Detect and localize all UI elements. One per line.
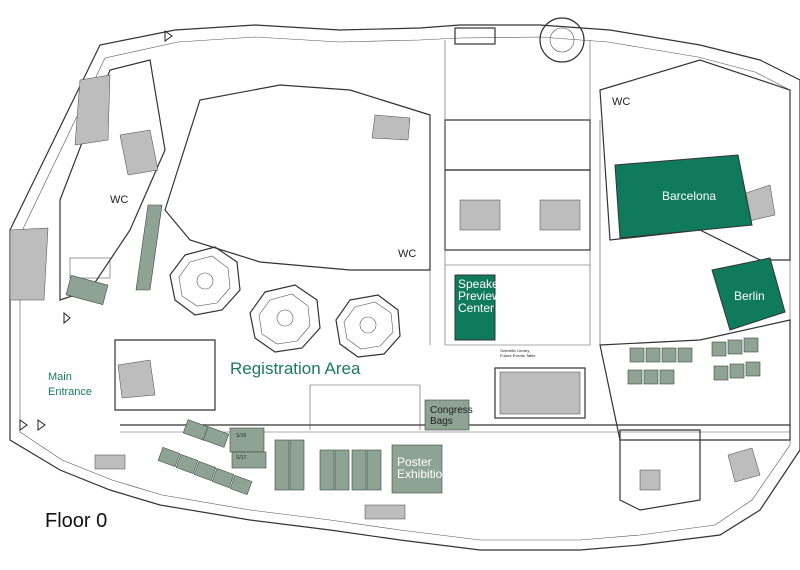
top-entrance	[454, 27, 496, 45]
library-line1: Scientific Library	[500, 348, 529, 353]
left-wing-wall	[59, 59, 166, 301]
right-wing-wall	[599, 59, 791, 261]
entrance-stairs	[9, 227, 49, 301]
speaker-preview-line1: Speaker	[458, 277, 503, 291]
left-lower-stairs	[117, 359, 156, 399]
berlin-room	[711, 257, 786, 331]
congress-bags-area	[424, 399, 470, 431]
right-lower-block	[619, 429, 701, 511]
left-upper-stairs	[74, 74, 111, 146]
entrance-arrow-icon	[63, 311, 71, 325]
entrance-arrow-icon	[37, 419, 46, 431]
booth-group-right	[627, 337, 761, 385]
spiral-stair	[539, 17, 585, 63]
right-wing-lower	[599, 319, 791, 441]
central-block-2	[444, 119, 591, 171]
left-bar-counter	[135, 204, 163, 291]
poster-exhibition-line1: Poster	[397, 455, 432, 469]
congress-bags-line1: Congress	[430, 405, 473, 416]
registration-area-title: Registration Area	[230, 359, 361, 378]
booth-label-s16: S/16	[236, 433, 247, 439]
barcelona-label: Barcelona	[662, 189, 716, 203]
registration-desk-2	[249, 284, 321, 353]
poster-exhibition-line2: Exhibition	[397, 467, 449, 481]
entrance-arrow-icon	[164, 30, 173, 42]
big-stairs	[499, 371, 581, 415]
central-stairs	[539, 199, 581, 231]
library-line2: Future Events Table	[500, 353, 536, 358]
booth-label-s17: S/17	[236, 455, 247, 461]
poster-exhibition-area	[391, 444, 443, 494]
central-stairs	[459, 199, 501, 231]
big-stairs-frame	[494, 367, 586, 419]
barcelona-room	[614, 154, 753, 239]
floor-title: Floor 0	[45, 510, 107, 532]
entrance-arrow-icon	[19, 419, 28, 431]
upper-stairs	[371, 114, 411, 141]
left-lower-block	[114, 339, 216, 411]
bottom-center-stairs	[364, 504, 406, 520]
speaker-preview-center	[454, 274, 496, 341]
main-entrance-line2: Entrance	[48, 386, 92, 398]
wc-label-center: WC	[398, 248, 416, 260]
bottom-entrance-stairs	[94, 454, 126, 470]
left-booth	[65, 275, 109, 305]
registration-desk-3	[335, 294, 401, 358]
building-outline	[9, 24, 800, 551]
right-small-stair	[639, 469, 661, 491]
booth-group-left	[157, 419, 267, 496]
congress-bags-line2: Bags	[430, 416, 453, 427]
wc-label-left: WC	[110, 194, 128, 206]
main-entrance-line1: Main	[48, 371, 72, 383]
wc-label-right: WC	[612, 96, 630, 108]
inner-outline	[19, 36, 791, 541]
right-lower-stairs	[727, 447, 761, 483]
registration-desk-1	[169, 246, 241, 316]
booth-group-mid	[274, 439, 382, 491]
berlin-label: Berlin	[734, 289, 765, 303]
speaker-preview-line2: Preview	[458, 289, 501, 303]
spiral-stair-inner	[549, 27, 575, 53]
speaker-preview-line3: Center	[458, 301, 494, 315]
left-block-room	[69, 257, 111, 279]
registration-hall	[164, 84, 431, 271]
left-wing-stairs	[119, 129, 159, 176]
